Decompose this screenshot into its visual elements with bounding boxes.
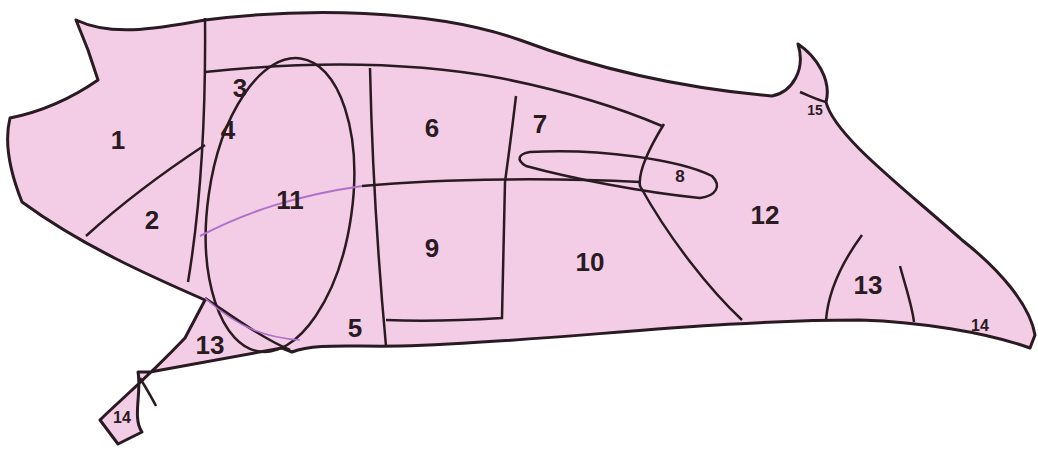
callout-number: 13 (196, 332, 225, 358)
callout-number: 5 (348, 315, 362, 341)
pig-outline (8, 13, 1035, 444)
callout-number: 6 (425, 115, 439, 141)
callout-number: 7 (533, 111, 547, 137)
callout-number: 14 (971, 318, 989, 334)
callout-number: 14 (113, 410, 131, 426)
callout-number: 10 (576, 249, 605, 275)
callout-number: 4 (221, 117, 235, 143)
callout-number: 3 (233, 75, 247, 101)
cut-line-light (200, 186, 362, 236)
callout-number: 11 (276, 187, 304, 213)
callout-number: 1 (111, 127, 125, 153)
callout-number: 12 (751, 202, 780, 228)
callout-number: 2 (145, 207, 159, 233)
callout-number: 15 (807, 103, 823, 117)
cut-lines (86, 18, 914, 406)
callout-number: 9 (425, 235, 439, 261)
callout-number: 8 (675, 168, 684, 185)
callout-number: 13 (854, 272, 883, 298)
